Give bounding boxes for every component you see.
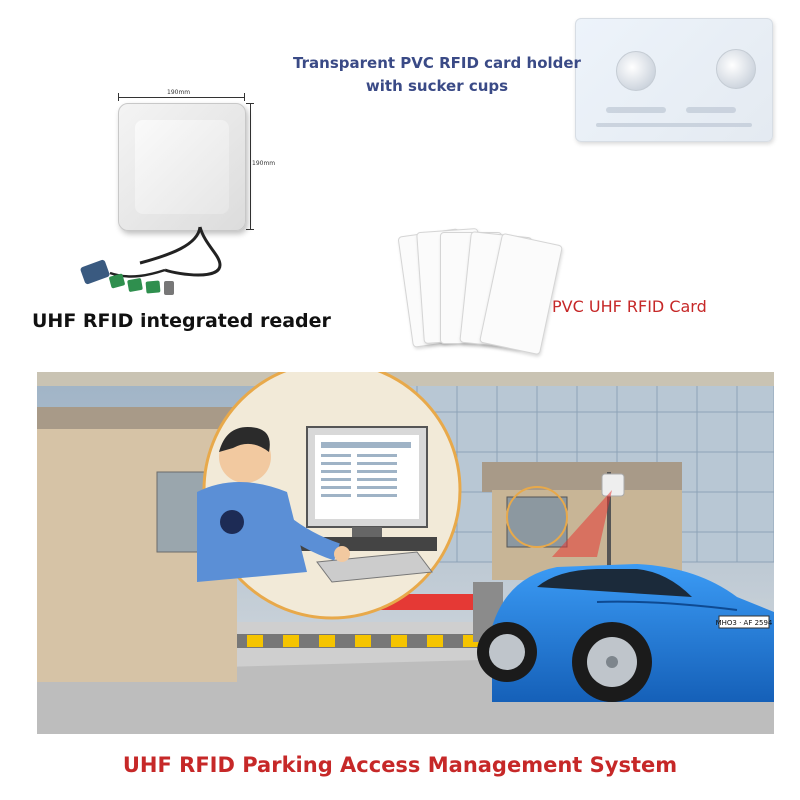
reader-caption: UHF RFID integrated reader (32, 310, 331, 332)
system-title: UHF RFID Parking Access Management Syste… (122, 753, 678, 777)
sucker-cup-icon (616, 51, 656, 91)
parking-scene-svg: MHO3 · AF 2594 (37, 372, 774, 734)
card-caption: PVC UHF RFID Card (552, 297, 707, 316)
reader-cables (80, 226, 222, 295)
parking-scene-illustration: MHO3 · AF 2594 (37, 372, 774, 734)
reader-height-label: 190mm (252, 160, 276, 167)
reader-panel (118, 103, 246, 231)
sucker-cup-icon (716, 49, 756, 89)
holder-caption-line1: Transparent PVC RFID card holder (293, 54, 581, 72)
license-plate-text: MHO3 · AF 2594 (716, 619, 773, 627)
card-holder-image (575, 18, 773, 142)
reader-width-label: 190mm (167, 89, 191, 96)
holder-caption: Transparent PVC RFID card holder with su… (282, 52, 592, 98)
holder-caption-line2: with sucker cups (365, 77, 509, 95)
